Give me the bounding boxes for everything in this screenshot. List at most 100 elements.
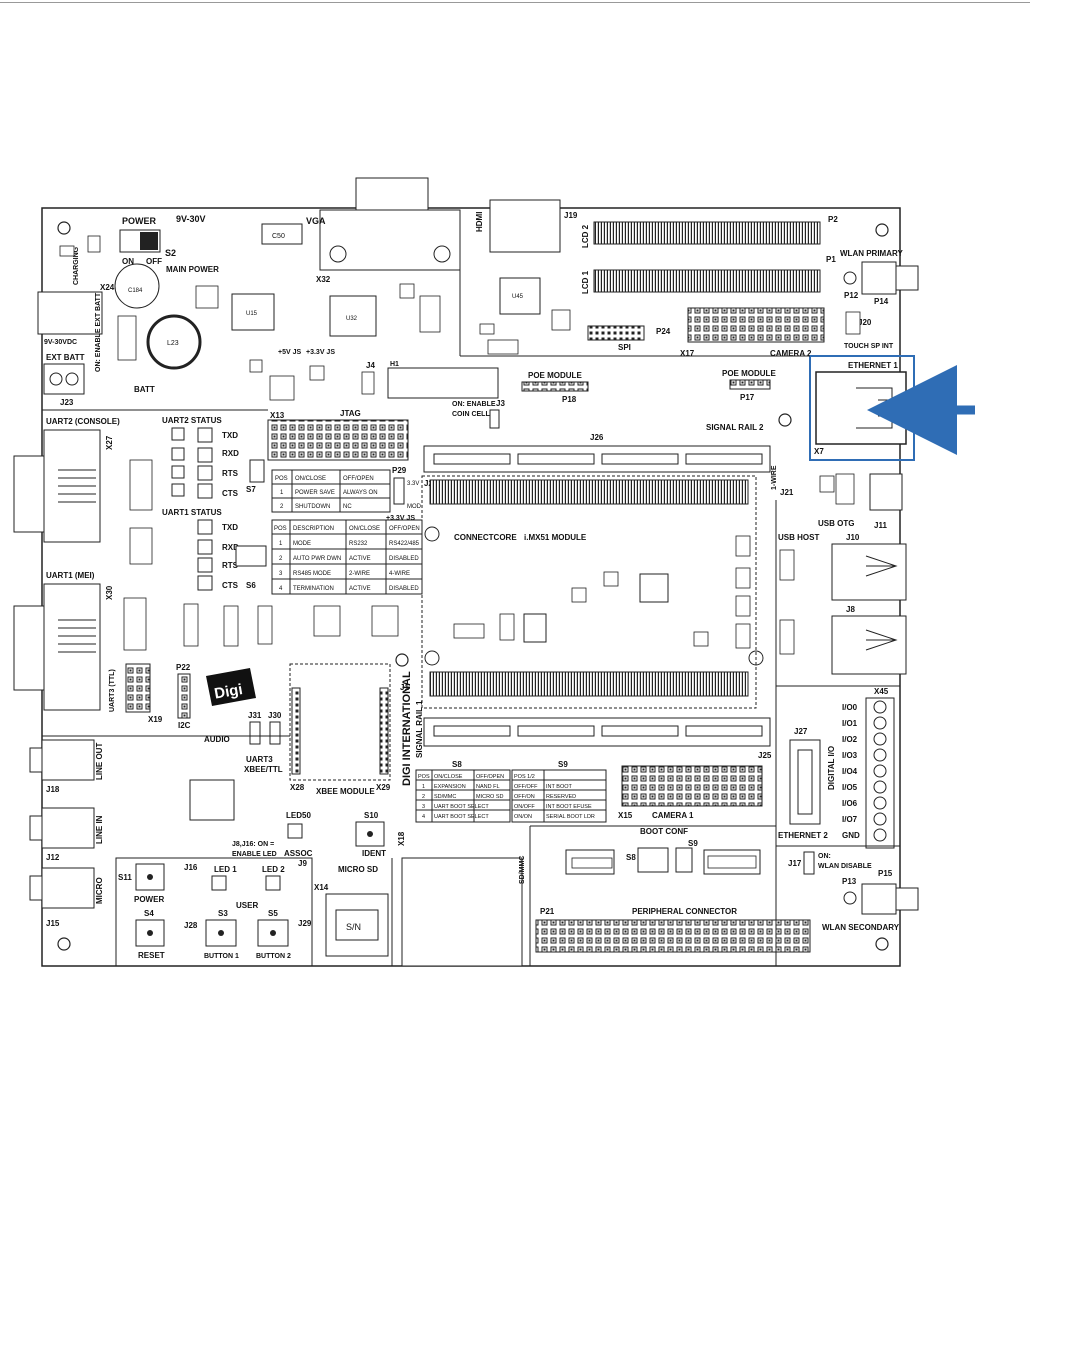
sd-mmc-slot: [401, 857, 523, 967]
label-p29: P29: [392, 466, 407, 475]
label-s4: S4: [144, 909, 154, 918]
label-j9: J9: [298, 859, 307, 868]
s7-r2-off: NC: [343, 504, 352, 510]
s9-r1-desc: INT BOOT: [546, 784, 573, 790]
label-io0: I/O0: [842, 703, 858, 712]
digital-io-terminal: [865, 697, 895, 849]
label-p13: P13: [842, 877, 857, 886]
usb-host-j10: [831, 543, 907, 601]
label-u15: U15: [246, 311, 258, 317]
label-main-power: MAIN POWER: [166, 265, 219, 274]
label-j21: J21: [780, 488, 794, 497]
label-wlan-primary: WLAN PRIMARY: [840, 249, 903, 258]
s9-r4-pos: ON/ON: [514, 814, 532, 820]
s6-r3-pos: 3: [279, 571, 283, 577]
label-ethernet1: ETHERNET 1: [848, 361, 898, 370]
camera2-connector: [687, 307, 825, 343]
label-p2: P2: [828, 215, 838, 224]
label-x29: X29: [376, 783, 391, 792]
lcd1-connector: [593, 269, 821, 293]
spi-header: [587, 325, 645, 341]
xbee-module-outline: [289, 663, 391, 781]
s6-h-desc: DESCRIPTION: [293, 526, 334, 532]
s7-table: POS ON/CLOSE OFF/OPEN 1 POWER SAVE ALWAY…: [271, 469, 391, 513]
label-ident: IDENT: [362, 849, 386, 858]
label-rts-uart1: RTS: [222, 561, 239, 570]
label-c50: C50: [272, 233, 285, 240]
button-2: [257, 919, 289, 947]
label-camera1: CAMERA 1: [652, 811, 694, 820]
small-components: [59, 235, 861, 869]
label-c184: C184: [128, 288, 143, 294]
label-reset: RESET: [138, 951, 165, 960]
vga-connector: [355, 177, 429, 211]
label-p14: P14: [874, 297, 889, 306]
s6-r2-on: ACTIVE: [349, 556, 371, 562]
label-poe-module-left: POE MODULE: [528, 371, 582, 380]
s6-r1-pos: 1: [279, 541, 283, 547]
s8-h-off: OFF/OPEN: [476, 774, 504, 780]
module-connector-top: [429, 479, 749, 505]
label-connectcore: CONNECTCORE: [454, 533, 517, 542]
s8-r2-pos: 2: [422, 794, 425, 800]
label-j23: J23: [60, 398, 74, 407]
label-p17: P17: [740, 393, 755, 402]
label-txd-uart1: TXD: [222, 523, 238, 532]
s9-r2-pos: OFF/ON: [514, 794, 535, 800]
label-charging: CHARGING: [73, 246, 80, 285]
s6-h-off: OFF/OPEN: [389, 526, 420, 532]
s7-r2-on: SHUTDOWN: [295, 504, 330, 510]
label-io5: I/O5: [842, 783, 858, 792]
label-rxd-uart1: RXD: [222, 543, 239, 552]
s6-r2-desc: AUTO PWR DWN: [293, 556, 341, 562]
inductor-l23: [146, 314, 202, 370]
s9-dip-switch: [675, 847, 693, 873]
label-uart3-xbee: UART3: [246, 755, 273, 764]
label-p18: P18: [562, 395, 577, 404]
label-j12: J12: [46, 853, 60, 862]
s6-h-on: ON/CLOSE: [349, 526, 380, 532]
label-usb-host: USB HOST: [778, 533, 819, 542]
s8-r2-off: MICRO SD: [476, 794, 504, 800]
label-on: ON: [122, 257, 134, 266]
label-wlan-secondary: WLAN SECONDARY: [822, 923, 900, 932]
label-1-wire: 1-WIRE: [771, 465, 778, 490]
label-l23: L23: [167, 340, 179, 347]
s7-h-on: ON/CLOSE: [295, 476, 326, 482]
s8-r3-on: UART BOOT SELECT: [434, 804, 489, 810]
i2c-header: [177, 673, 191, 719]
label-sd-mmc: SD/MMC: [519, 856, 526, 884]
label-j30: J30: [268, 711, 282, 720]
label-io6: I/O6: [842, 799, 858, 808]
module-connector-bottom: [429, 671, 749, 697]
digi-logo: Digi: [206, 668, 256, 706]
label-j29: J29: [298, 919, 312, 928]
chip-u32: [329, 295, 377, 337]
s9-r3-pos: ON/OFF: [514, 804, 535, 810]
label-j3: J3: [496, 399, 505, 408]
s6-r3-off: 4-WIRE: [389, 571, 410, 577]
uart1-db9: [43, 583, 101, 711]
label-s5: S5: [268, 909, 278, 918]
digi-logo-text: Digi: [213, 681, 244, 703]
label-signal-rail-2: SIGNAL RAIL 2: [706, 423, 764, 432]
s6-r1-off: RS422/485: [389, 541, 420, 547]
label-j27: J27: [794, 727, 808, 736]
wlan-primary-antenna: [861, 261, 897, 295]
s7-r1-pos: 1: [280, 490, 284, 496]
dc-jack: [37, 291, 103, 335]
label-x13: X13: [270, 411, 285, 420]
label-cts-uart2: CTS: [222, 489, 239, 498]
label-9v-30v: 9V-30V: [176, 214, 206, 224]
label-sn: S/N: [346, 922, 361, 932]
label-on-enable: ON: ENABLE: [452, 401, 496, 408]
ethernet1-jack: [815, 371, 907, 445]
label-j18: J18: [46, 785, 60, 794]
label-p22: P22: [176, 663, 191, 672]
label-digi-international: DIGI INTERNATIONAL: [401, 671, 413, 786]
label-led1: LED 1: [214, 865, 237, 874]
usb-otg-connector: [869, 473, 903, 511]
label-5v-js: +5V JS: [278, 349, 301, 356]
label-s2: S2: [165, 248, 176, 258]
label-p21: P21: [540, 907, 555, 916]
